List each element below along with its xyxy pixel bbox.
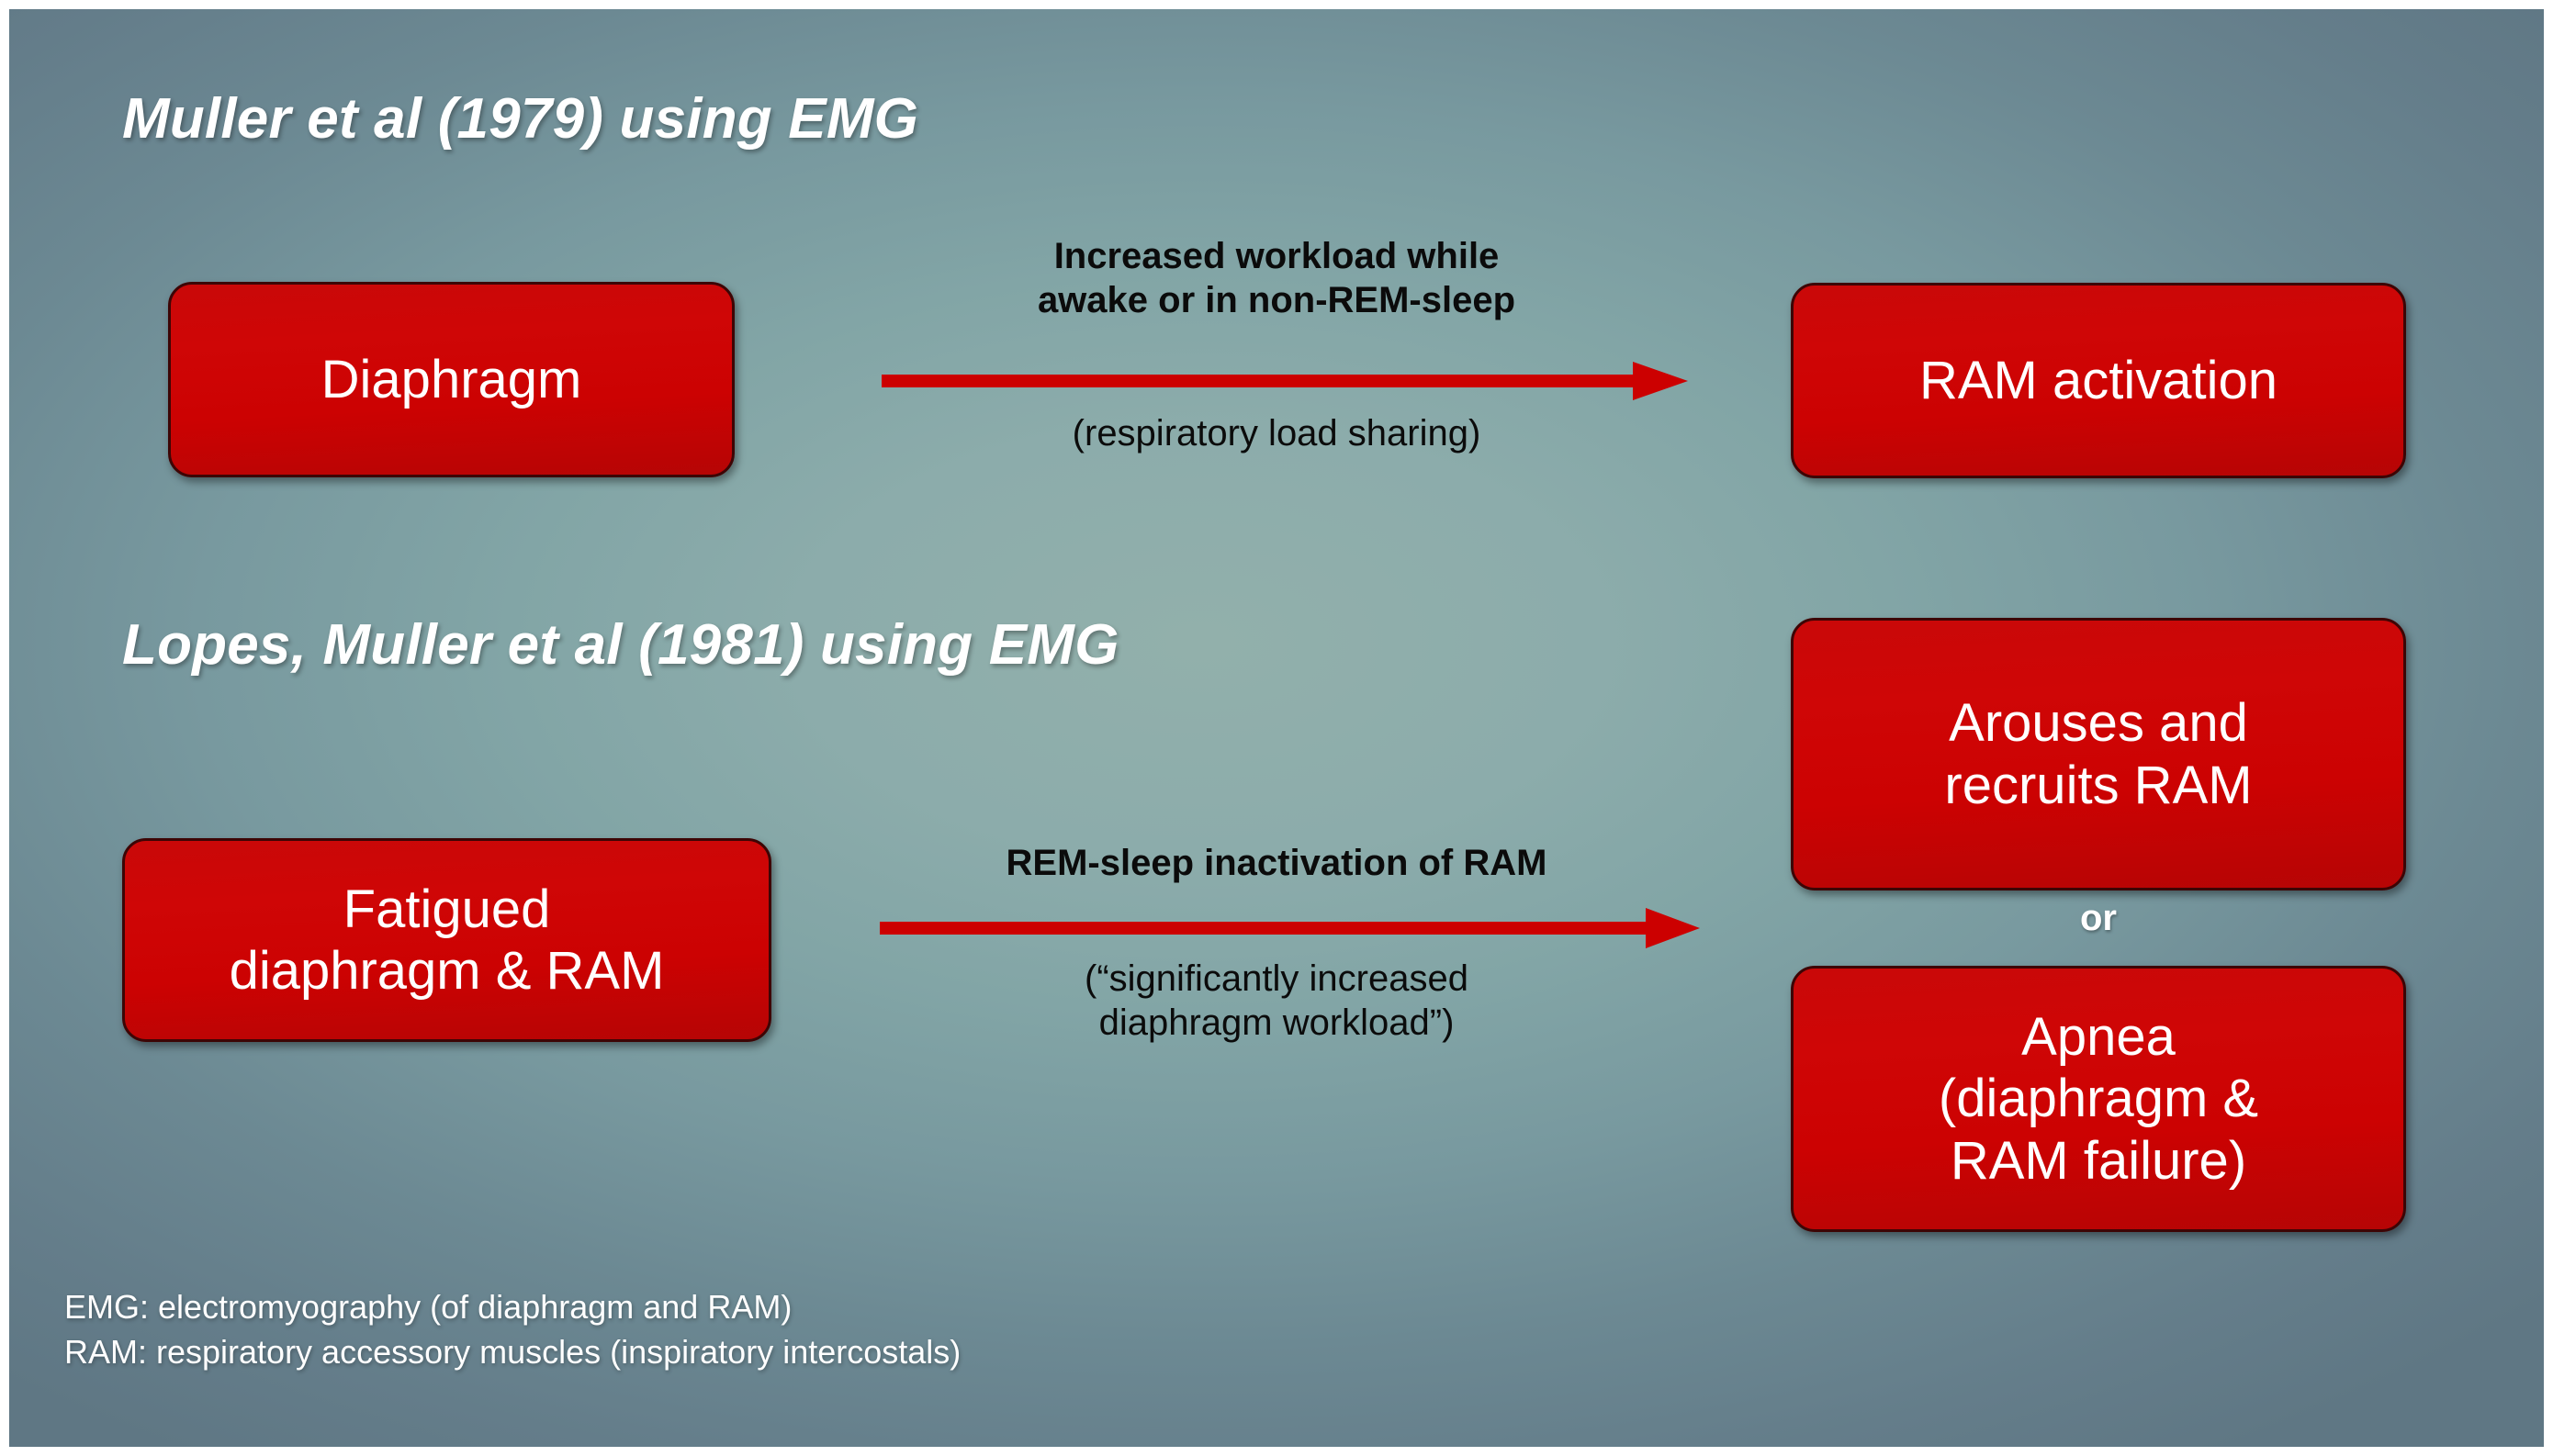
- node-fatigued-diaphragm-ram[interactable]: Fatigued diaphragm & RAM: [122, 838, 771, 1042]
- connector-or-label: or: [2080, 898, 2117, 938]
- arrow-1-caption-bottom: (respiratory load sharing): [1072, 413, 1481, 454]
- node-fatigued-label: Fatigued diaphragm & RAM: [138, 879, 756, 1002]
- footnote-ram: RAM: respiratory accessory muscles (insp…: [64, 1332, 962, 1371]
- node-apnea[interactable]: Apnea (diaphragm & RAM failure): [1791, 966, 2406, 1232]
- arrow-right-icon-1: [882, 362, 1688, 400]
- node-apnea-line3: RAM failure): [1950, 1130, 2247, 1191]
- arrow-2-caption-top: REM-sleep inactivation of RAM: [1006, 843, 1547, 883]
- node-diaphragm-label: Diaphragm: [321, 349, 582, 409]
- node-fatigued-line2: diaphragm & RAM: [229, 941, 665, 1001]
- node-arouses-line2: recruits RAM: [1944, 755, 2253, 815]
- arrow-2-caption-bottom-line1: (“significantly increased: [1085, 958, 1468, 999]
- node-ram-activation-label: RAM activation: [1918, 350, 2278, 410]
- node-ram-activation[interactable]: RAM activation: [1791, 283, 2406, 478]
- node-apnea-line1: Apnea: [2021, 1007, 2176, 1068]
- node-diaphragm[interactable]: Diaphragm: [168, 282, 735, 477]
- arrow-2-caption-bottom: (“significantly increased diaphragm work…: [854, 957, 1699, 1045]
- node-arouses-recruits-ram[interactable]: Arouses and recruits RAM: [1791, 618, 2406, 890]
- node-arouses-label: Arouses and recruits RAM: [1806, 692, 2390, 816]
- section-title-muller-1979: Muller et al (1979) using EMG: [122, 87, 919, 151]
- node-fatigued-line1: Fatigued: [343, 879, 551, 939]
- arrow-1-caption-top-line2: awake or in non-REM-sleep: [1037, 280, 1516, 320]
- arrow-2-caption-bottom-line2: diaphragm workload”): [1098, 1002, 1455, 1043]
- section-title-lopes-muller-1981: Lopes, Muller et al (1981) using EMG: [122, 613, 1119, 677]
- footnotes: EMG: electromyography (of diaphragm and …: [64, 1285, 961, 1374]
- arrow-1-caption-top: Increased workload while awake or in non…: [863, 234, 1690, 322]
- node-arouses-line1: Arouses and: [1949, 693, 2248, 754]
- arrow-right-icon-2: [880, 908, 1700, 948]
- node-apnea-line2: (diaphragm &: [1938, 1069, 2259, 1129]
- footnote-emg: EMG: electromyography (of diaphragm and …: [64, 1288, 793, 1326]
- node-apnea-label: Apnea (diaphragm & RAM failure): [1806, 1006, 2390, 1192]
- arrow-1-caption-top-line1: Increased workload while: [1053, 236, 1500, 276]
